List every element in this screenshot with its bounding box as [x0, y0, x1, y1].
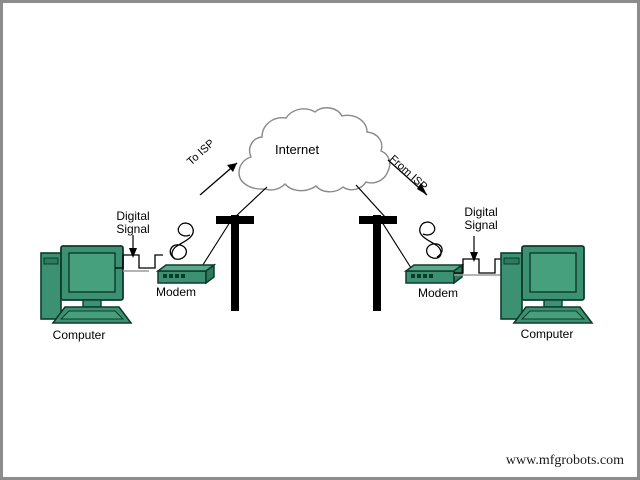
left-modem: [155, 263, 217, 285]
left-square-wave: [115, 254, 163, 269]
left-analog-wave: [169, 222, 194, 260]
right-modem-top: [403, 264, 465, 272]
right-computer-screen: [529, 252, 577, 293]
right-modem: [403, 263, 465, 285]
right-isp-tower: [359, 215, 397, 311]
left-computer: [40, 245, 149, 324]
right-digital-signal-symbol: [454, 236, 503, 274]
right-modem-side: [453, 263, 463, 285]
left-digital-signal-symbol: [115, 235, 163, 269]
cloud-to-left-tower-line: [233, 186, 268, 219]
right-analog-wave: [419, 221, 443, 259]
left-computer-label: Computer: [52, 328, 106, 342]
right-analog-link: [379, 218, 443, 272]
watermark-url: www.mfgrobots.com: [505, 453, 624, 468]
right-digital-signal-label-line1: Digital: [464, 205, 498, 219]
left-digital-signal-label-line1: Digital: [116, 209, 150, 223]
from-isp-arrow: [387, 159, 428, 196]
right-digital-signal-arrow-head: [470, 252, 478, 262]
cloud-shape: [238, 107, 391, 193]
left-digital-signal-label-line2: Signal: [116, 222, 150, 236]
right-square-wave: [454, 258, 503, 274]
cloud-to-right-tower-line: [355, 184, 387, 219]
network-diagram-graphic: [40, 107, 594, 324]
right-modem-label: Modem: [417, 286, 458, 300]
left-isp-tower: [216, 215, 254, 311]
right-computer-label: Computer: [520, 327, 574, 341]
left-analog-link: [169, 218, 233, 272]
right-computer: [454, 245, 594, 324]
to-isp-arrow: [199, 162, 238, 196]
internet-cloud: [238, 107, 391, 193]
left-modem-label: Modem: [155, 285, 196, 299]
left-digital-signal-arrow-head: [129, 248, 137, 258]
right-digital-signal-label: Digital Signal: [451, 206, 511, 232]
left-modem-side: [205, 263, 215, 285]
left-computer-screen: [68, 252, 116, 293]
right-digital-signal-label-line2: Signal: [464, 218, 498, 232]
internet-cloud-label: Internet: [275, 142, 320, 157]
left-modem-top: [155, 264, 217, 272]
left-digital-signal-label: Digital Signal: [103, 210, 163, 236]
